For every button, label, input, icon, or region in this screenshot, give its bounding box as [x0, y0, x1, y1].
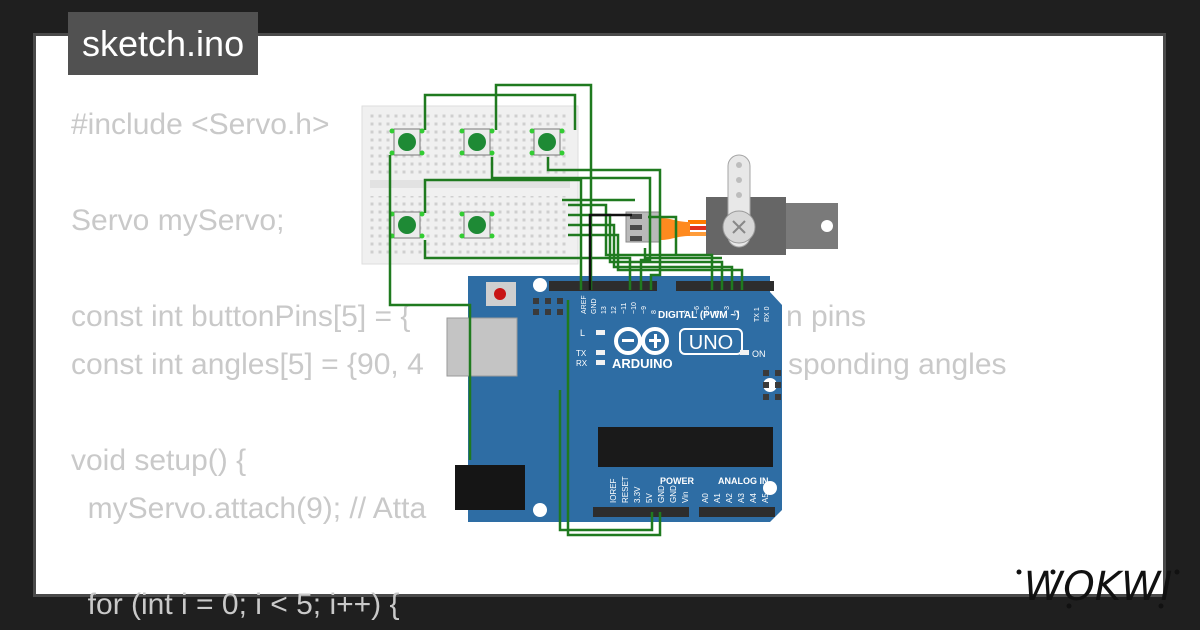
code-preview: #include <Servo.h> Servo myServo; const … [36, 36, 1163, 621]
pin-label: ~11 [621, 303, 628, 314]
pin-label: A5 [761, 493, 770, 503]
pin-label: 12 [611, 306, 618, 314]
pin-label: A2 [725, 493, 734, 503]
circuit-diagram: UNO ARDUINO DIGITAL (PWM ~) POWER ANALOG… [361, 83, 838, 537]
pin-label: ~3 [724, 306, 731, 314]
code-line-tail: n pins [786, 300, 867, 333]
pin-label: A0 [701, 493, 710, 503]
code-line: #include <Servo.h> [71, 108, 330, 141]
digital-header-label: DIGITAL (PWM ~) [658, 310, 740, 321]
wires [388, 83, 744, 537]
code-line: const int angles[5] = {90, 4 [71, 348, 424, 381]
pin-label: AREF [581, 295, 588, 314]
pin-label: TX 1 [754, 307, 761, 322]
pushbutton[interactable] [459, 211, 495, 239]
pin-label: RESET [621, 476, 630, 503]
tx-led-label: TX [576, 349, 587, 358]
l-led-label: L [580, 328, 585, 338]
pin-label: 5V [645, 493, 654, 503]
power-led-label: ON [752, 349, 766, 359]
code-line: void setup() { [71, 444, 247, 477]
code-line: myServo.attach(9); // Atta [71, 492, 427, 525]
pin-label: ~10 [631, 302, 638, 314]
code-line: Servo myServo; [71, 204, 285, 237]
board-brand-label: ARDUINO [612, 356, 673, 371]
pin-label: GND [657, 485, 666, 503]
pin-label: Vin [681, 492, 690, 503]
rx-led-label: RX [576, 359, 588, 368]
pin-label: A4 [749, 493, 758, 503]
pin-label: GND [591, 298, 598, 314]
brand-text: WOKWI [1024, 564, 1173, 610]
pin-label: ~9 [641, 306, 648, 314]
arduino-uno-board[interactable]: UNO ARDUINO DIGITAL (PWM ~) POWER ANALOG… [446, 276, 782, 522]
pin-label: IOREF [609, 478, 618, 503]
code-line-tail: sponding angles [788, 348, 1007, 381]
pin-label: 2 [734, 310, 741, 314]
servo-motor[interactable] [625, 154, 838, 255]
pin-label: 8 [651, 310, 658, 314]
pushbutton[interactable] [459, 128, 495, 156]
board-model-label: UNO [689, 332, 733, 354]
analog-header-label: ANALOG IN [718, 476, 769, 486]
pin-label: 4 [714, 310, 721, 314]
wokwi-logo: WOKWI [1016, 564, 1180, 610]
pin-label: ~6 [694, 306, 701, 314]
pushbutton[interactable] [389, 128, 425, 156]
power-header-label: POWER [660, 476, 695, 486]
file-name-tab[interactable]: sketch.ino [68, 12, 259, 75]
pin-label: 7 [684, 310, 691, 314]
simulation-canvas: #include <Servo.h> Servo myServo; const … [33, 33, 1180, 621]
pin-label: A3 [737, 493, 746, 503]
pin-label: 13 [601, 306, 608, 314]
pushbutton[interactable] [389, 211, 425, 239]
pin-label: A1 [713, 493, 722, 503]
code-line: for (int i = 0; i < 5; i++) { [71, 588, 400, 621]
pin-label: ~5 [704, 306, 711, 314]
pin-label: GND [669, 485, 678, 503]
pushbutton[interactable] [529, 128, 565, 156]
pin-label: RX 0 [764, 306, 771, 322]
pin-label: 3.3V [633, 486, 642, 503]
code-line: const int buttonPins[5] = { [71, 300, 411, 333]
